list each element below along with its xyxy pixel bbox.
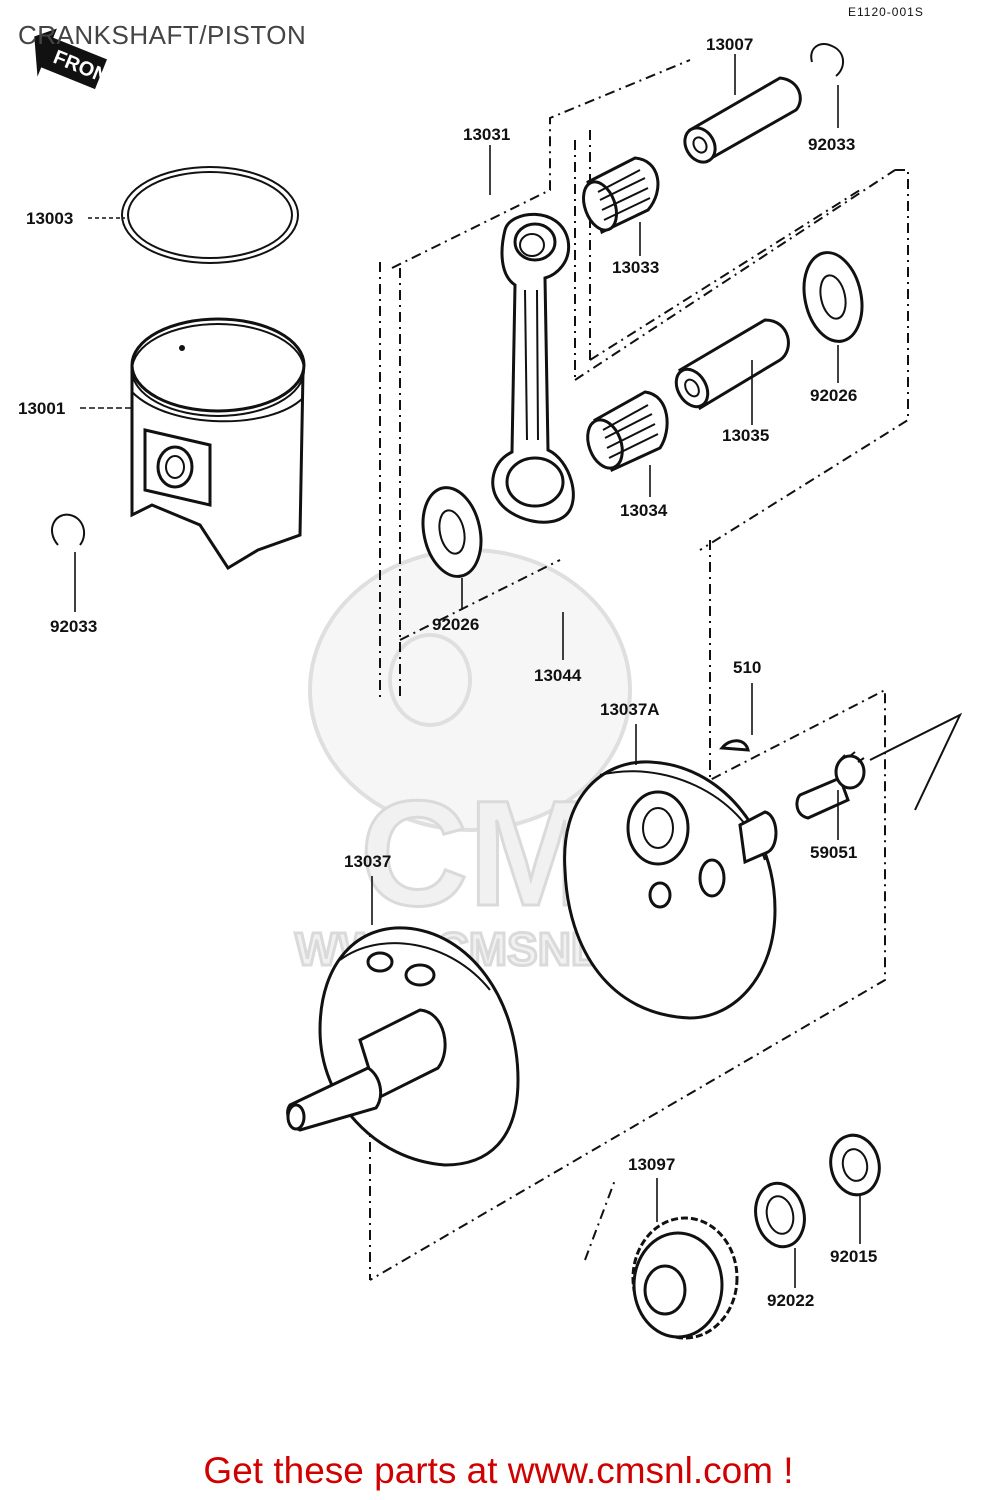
crank-shaft-stub	[738, 810, 778, 865]
part-label-13031: 13031	[463, 125, 510, 144]
crank-shaft-end	[286, 1103, 306, 1131]
crank-main-journal	[358, 1008, 447, 1101]
piston-crown-edge	[131, 323, 305, 417]
frame-line	[399, 559, 561, 641]
primary-gear	[631, 1216, 739, 1340]
part-label-13044: 13044	[534, 666, 582, 685]
connecting-rod-big-end	[505, 456, 565, 508]
collar-92022	[754, 1181, 806, 1249]
small-end-bearing	[582, 156, 660, 235]
frame-line	[589, 189, 861, 361]
connecting-rod-body	[491, 212, 575, 524]
primary-gear-hub	[643, 1264, 687, 1316]
part-label-13035: 13035	[722, 426, 769, 445]
piston-pin-end	[683, 126, 717, 164]
piston-crown	[130, 317, 306, 413]
part-labels: 13007 92033 13031 13003 13033 13001 9202…	[18, 35, 877, 1310]
piston-ring-shape	[121, 166, 299, 264]
frame-line	[391, 59, 691, 269]
piston-pin-hole-inner	[165, 455, 185, 479]
thrust-washer-right-shape	[802, 251, 864, 343]
connecting-rod	[491, 212, 575, 524]
part-label-13003: 13003	[26, 209, 73, 228]
drawing-code: E1120-001S	[848, 5, 924, 19]
crank-pin-end	[674, 367, 710, 409]
crankshaft-left-half	[286, 926, 520, 1167]
connecting-rod-small-end	[513, 222, 557, 262]
watermark-mascot-eye	[388, 633, 472, 727]
part-label-510: 510	[733, 658, 761, 677]
crank-web-left-hole-2	[404, 963, 436, 987]
part-label-92033-top: 92033	[808, 135, 855, 154]
part-label-13037a: 13037A	[600, 700, 660, 719]
piston-ring-groove	[131, 391, 304, 423]
collar-hole	[765, 1195, 795, 1235]
connecting-rod-small-end-bore	[519, 233, 545, 257]
crank-web-left-hole	[366, 951, 394, 973]
part-label-13001: 13001	[18, 399, 65, 418]
frame-line	[574, 169, 896, 381]
crank-pin-hole-inner	[642, 807, 674, 849]
piston-pin-bore	[692, 136, 708, 154]
piston-pin	[683, 76, 802, 164]
part-label-13034: 13034	[620, 501, 668, 520]
crank-pin-hole	[626, 790, 690, 866]
piston-mark	[179, 345, 185, 351]
thrust-washer-left-shape	[421, 486, 483, 578]
part-label-59051: 59051	[810, 843, 857, 862]
connecting-rod-beam	[524, 289, 539, 441]
frame-line	[369, 540, 886, 1281]
piston-ring	[121, 166, 299, 264]
frame-line	[869, 712, 963, 811]
part-label-13033: 13033	[612, 258, 659, 277]
oil-seal-hole	[841, 1148, 869, 1182]
crank-web-hole-small	[648, 881, 672, 909]
thrust-washer-right-hole	[819, 274, 847, 320]
oil-seal-shape	[829, 1133, 881, 1197]
front-arrow-icon	[34, 28, 107, 90]
part-label-92033-left: 92033	[50, 617, 97, 636]
collar-shape	[754, 1181, 806, 1249]
woodruff-key	[719, 739, 750, 752]
crank-pin	[674, 318, 790, 411]
piston-pin-body	[687, 76, 802, 163]
crank-drive-gear	[795, 751, 866, 820]
crank-drive-gear-shaft	[795, 776, 850, 820]
part-label-13037: 13037	[344, 852, 391, 871]
frame-line	[699, 169, 909, 551]
piston-ring-inner	[127, 171, 293, 259]
oil-seal	[829, 1133, 881, 1197]
thrust-washer-right	[802, 251, 864, 343]
crank-drive-gear-tooth-marks	[839, 751, 865, 763]
get-parts-link[interactable]: Get these parts at www.cmsnl.com !	[203, 1450, 794, 1491]
crank-pin-bore	[684, 378, 700, 398]
big-end-bearing-rollers	[602, 404, 659, 459]
part-label-92022: 92022	[767, 1291, 814, 1310]
piston-pin-circlip-left	[51, 513, 86, 546]
part-label-92015: 92015	[830, 1247, 877, 1266]
piston	[130, 317, 306, 571]
part-label-13097: 13097	[628, 1155, 675, 1174]
thrust-washer-left	[421, 486, 483, 578]
leader-lines	[74, 54, 861, 1288]
part-label-13007: 13007	[706, 35, 753, 54]
crank-web-left-edge	[339, 942, 491, 991]
piston-pin-hole	[156, 445, 194, 489]
frame-line	[584, 1179, 616, 1261]
thrust-washer-left-hole	[438, 509, 466, 555]
assembly-frames	[369, 59, 963, 1281]
crank-web-hole	[698, 858, 726, 898]
diagram-title: CRANKSHAFT/PISTON	[18, 20, 307, 50]
big-end-bearing	[586, 390, 669, 473]
small-end-bearing-rollers	[597, 169, 651, 221]
piston-pin-circlip-right	[810, 43, 844, 77]
part-label-92026-right: 92026	[810, 386, 857, 405]
part-label-92026-left: 92026	[432, 615, 479, 634]
crankshaft-right-half	[563, 760, 778, 1020]
